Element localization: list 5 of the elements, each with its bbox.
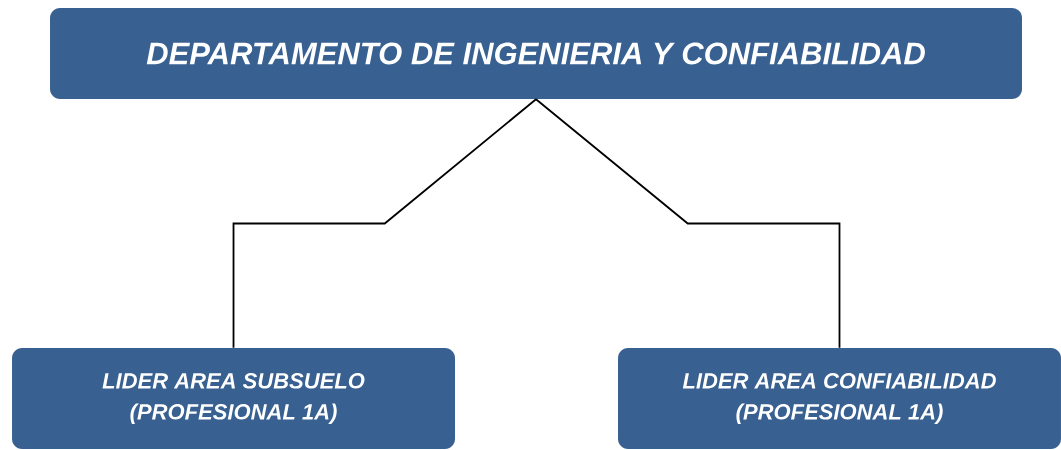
- connector-line: [535, 98, 841, 349]
- org-box: LIDER AREA SUBSUELO (PROFESIONAL 1A): [12, 348, 455, 449]
- connector-line: [232, 98, 537, 349]
- org-box: DEPARTAMENTO DE INGENIERIA Y CONFIABILIDAD: [50, 8, 1022, 99]
- org-box: LIDER AREA CONFIABILIDAD (PROFESIONAL 1A): [618, 348, 1061, 449]
